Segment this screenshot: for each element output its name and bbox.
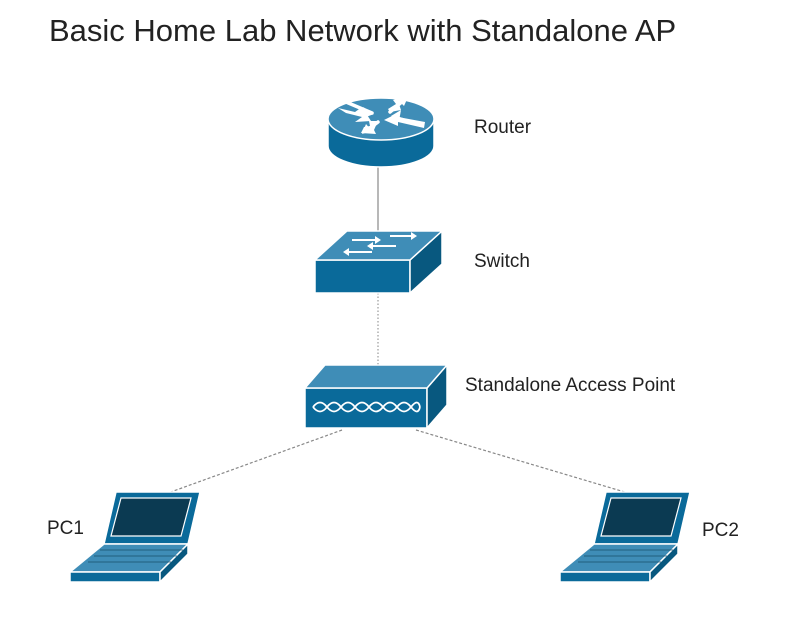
diagram-title: Basic Home Lab Network with Standalone A…	[49, 13, 677, 48]
pc2-label: PC2	[702, 520, 739, 541]
access-point-label: Standalone Access Point	[465, 375, 676, 396]
router-icon	[327, 96, 435, 168]
access-point-icon	[303, 362, 449, 431]
pc1-label: PC1	[47, 518, 84, 539]
switch-label: Switch	[474, 251, 530, 272]
pc1-laptop-icon	[67, 491, 201, 584]
link-ap-pc2	[415, 429, 629, 494]
link-ap-pc1	[167, 429, 343, 494]
switch-icon	[313, 229, 444, 295]
router-label: Router	[474, 117, 532, 138]
pc2-laptop-icon	[557, 491, 691, 584]
